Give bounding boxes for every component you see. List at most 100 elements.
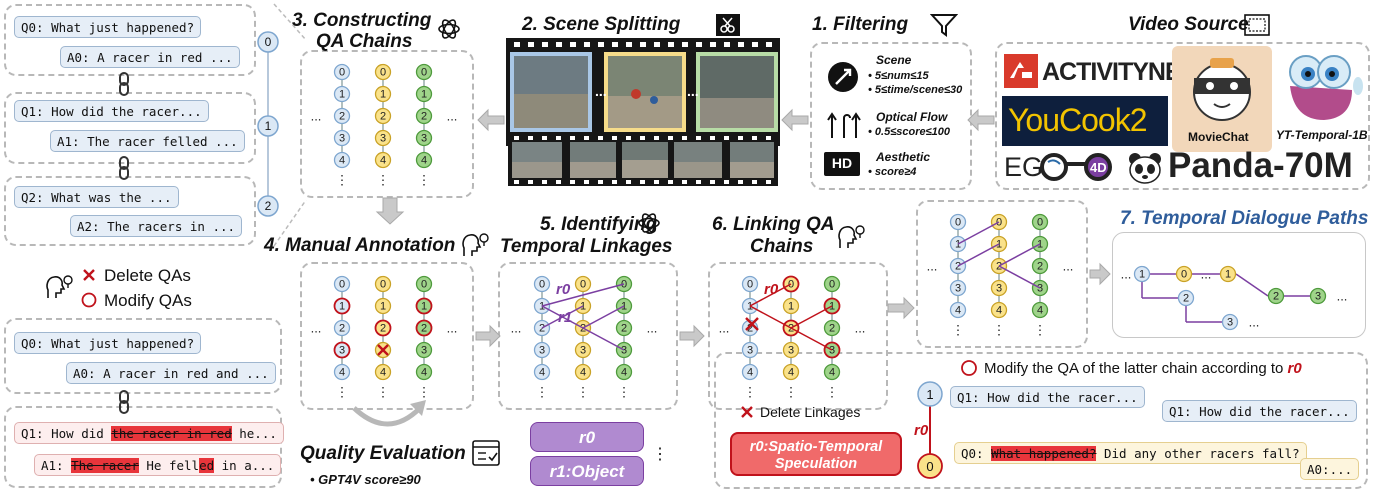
panda-icon <box>1129 153 1161 184</box>
human-idea-icon <box>462 233 489 256</box>
scene-rule-1: • 5≤time/scene≤30 <box>868 84 963 96</box>
qa-graph-node <box>415 129 433 147</box>
path-node-label: 3 <box>1315 291 1321 303</box>
qa-graph-node-label: 2 <box>380 111 386 123</box>
qa-graph-node-label: 0 <box>380 67 386 79</box>
manual-graph-hdots-right: ... <box>447 321 458 336</box>
identify-graph-node <box>615 319 633 337</box>
svg-text:...: ... <box>687 83 699 99</box>
chain-link-icon <box>119 72 129 96</box>
identify-graph-node <box>574 363 592 381</box>
constructing-panel <box>300 50 474 198</box>
chain-link-icon <box>119 390 129 414</box>
manual-graph-node-label: 0 <box>339 279 345 291</box>
linking-graph-node <box>782 297 800 315</box>
merged-graph-node <box>949 279 967 297</box>
manual-graph-node <box>333 341 351 359</box>
manual-graph-node-label: 4 <box>421 367 427 379</box>
qa-graph-node-label: 4 <box>339 155 345 167</box>
yt-temporal-mascot-icon <box>1289 55 1363 120</box>
manual-graph-delete-x-icon <box>377 344 389 356</box>
merged-graph-node <box>1031 257 1049 275</box>
chain-link-icon <box>119 156 129 180</box>
modify-panel <box>714 352 1368 489</box>
left-node-chain <box>257 3 307 247</box>
linking-graph-node <box>741 275 759 293</box>
qa-graph-node <box>333 63 351 81</box>
manual-graph-hdots-left: ... <box>311 321 322 336</box>
qa-graph-node <box>333 107 351 125</box>
qa-graph-node-label: 1 <box>380 89 386 101</box>
relation-label-r0-linking: r0 <box>764 281 779 298</box>
manual-graph-node <box>374 363 392 381</box>
modify-node-chain <box>917 381 943 479</box>
merged-graph-node-label: 3 <box>1037 283 1043 295</box>
activitynet-mark-icon <box>1004 54 1038 88</box>
checklist-icon <box>472 440 500 466</box>
manual-graph-node <box>415 363 433 381</box>
ego4d-logo: EG 4D <box>1004 148 1122 188</box>
annotated-a0: A0: A racer in red and ... <box>66 362 276 384</box>
temporal-paths-panel <box>1112 232 1366 338</box>
manual-graph-node <box>333 319 351 337</box>
scene-criterion: Scene <box>876 53 912 67</box>
manual-graph-node <box>333 297 351 315</box>
legend-modify: Modify QAs <box>104 291 192 310</box>
merged-graph-vdots: ⋮ <box>952 323 965 338</box>
merged-graph-hdots-left: ... <box>927 259 938 274</box>
modify-circle-icon <box>961 360 977 376</box>
video-source-title: Video Source <box>1128 14 1249 35</box>
scissors-icon <box>716 14 740 36</box>
qa-graph-vdots: ⋮ <box>418 173 431 188</box>
manual-graph-node <box>374 275 392 293</box>
tags-more: ⋮ <box>652 446 668 463</box>
qa-graph-node <box>415 85 433 103</box>
identify-graph-node-label: 4 <box>580 367 586 379</box>
human-idea-icon-2 <box>838 225 865 248</box>
identify-graph-node-label: 2 <box>539 323 545 335</box>
manual-graph-vdots: ⋮ <box>418 385 431 400</box>
aesthetic-rule: • score≥4 <box>868 166 917 178</box>
filtering-panel <box>810 42 972 190</box>
quality-title: Quality Evaluation <box>300 443 466 464</box>
identify-graph-node-label: 4 <box>539 367 545 379</box>
linking-graph-node-label: 1 <box>788 301 794 313</box>
manual-title: 4. Manual Annotation <box>264 235 456 256</box>
film-frame-icon <box>1244 14 1270 36</box>
modify-note: Modify the QA of the latter chain accord… <box>984 360 1302 377</box>
left-q1: Q1: How did the racer... <box>14 100 209 122</box>
constructing-title-line1: 3. Constructing <box>292 10 432 31</box>
merged-graph-node-label: 4 <box>1037 305 1043 317</box>
merged-graph-node <box>990 279 1008 297</box>
path-edge <box>1235 273 1269 297</box>
qa-graph-node-label: 2 <box>421 111 427 123</box>
merged-link <box>957 221 1000 245</box>
modify-a0: A0:... <box>1300 458 1360 480</box>
linking-graph-node <box>823 363 841 381</box>
linking-link <box>790 305 833 329</box>
manual-graph-node-label: 2 <box>380 323 386 335</box>
qa-graph-node-label: 3 <box>421 133 427 145</box>
path-node-label: 1 <box>1139 269 1145 281</box>
qa-graph-node-label: 4 <box>421 155 427 167</box>
legend-delete: Delete QAs <box>104 266 191 285</box>
left-a0: A0: A racer in red ... <box>60 46 240 68</box>
linking-graph-node <box>782 341 800 359</box>
path-node-label: 2 <box>1273 291 1279 303</box>
qa-graph-node <box>415 151 433 169</box>
identify-graph-node <box>533 341 551 359</box>
path-node <box>1221 313 1239 331</box>
moviechat-logo: MovieChat <box>1172 46 1272 152</box>
linking-title-line2: Chains <box>750 236 814 257</box>
manual-graph-node <box>415 341 433 359</box>
identify-graph-node-label: 0 <box>539 279 545 291</box>
merged-graph-node-label: 4 <box>955 305 961 317</box>
identify-graph-node <box>615 363 633 381</box>
manual-graph-node <box>374 319 392 337</box>
path-node <box>1175 265 1193 283</box>
identify-graph-hdots-right: ... <box>647 321 658 336</box>
qa-graph-node-label: 1 <box>339 89 345 101</box>
path-node-label: 2 <box>1183 293 1189 305</box>
constructing-title-line2: QA Chains <box>316 31 413 52</box>
